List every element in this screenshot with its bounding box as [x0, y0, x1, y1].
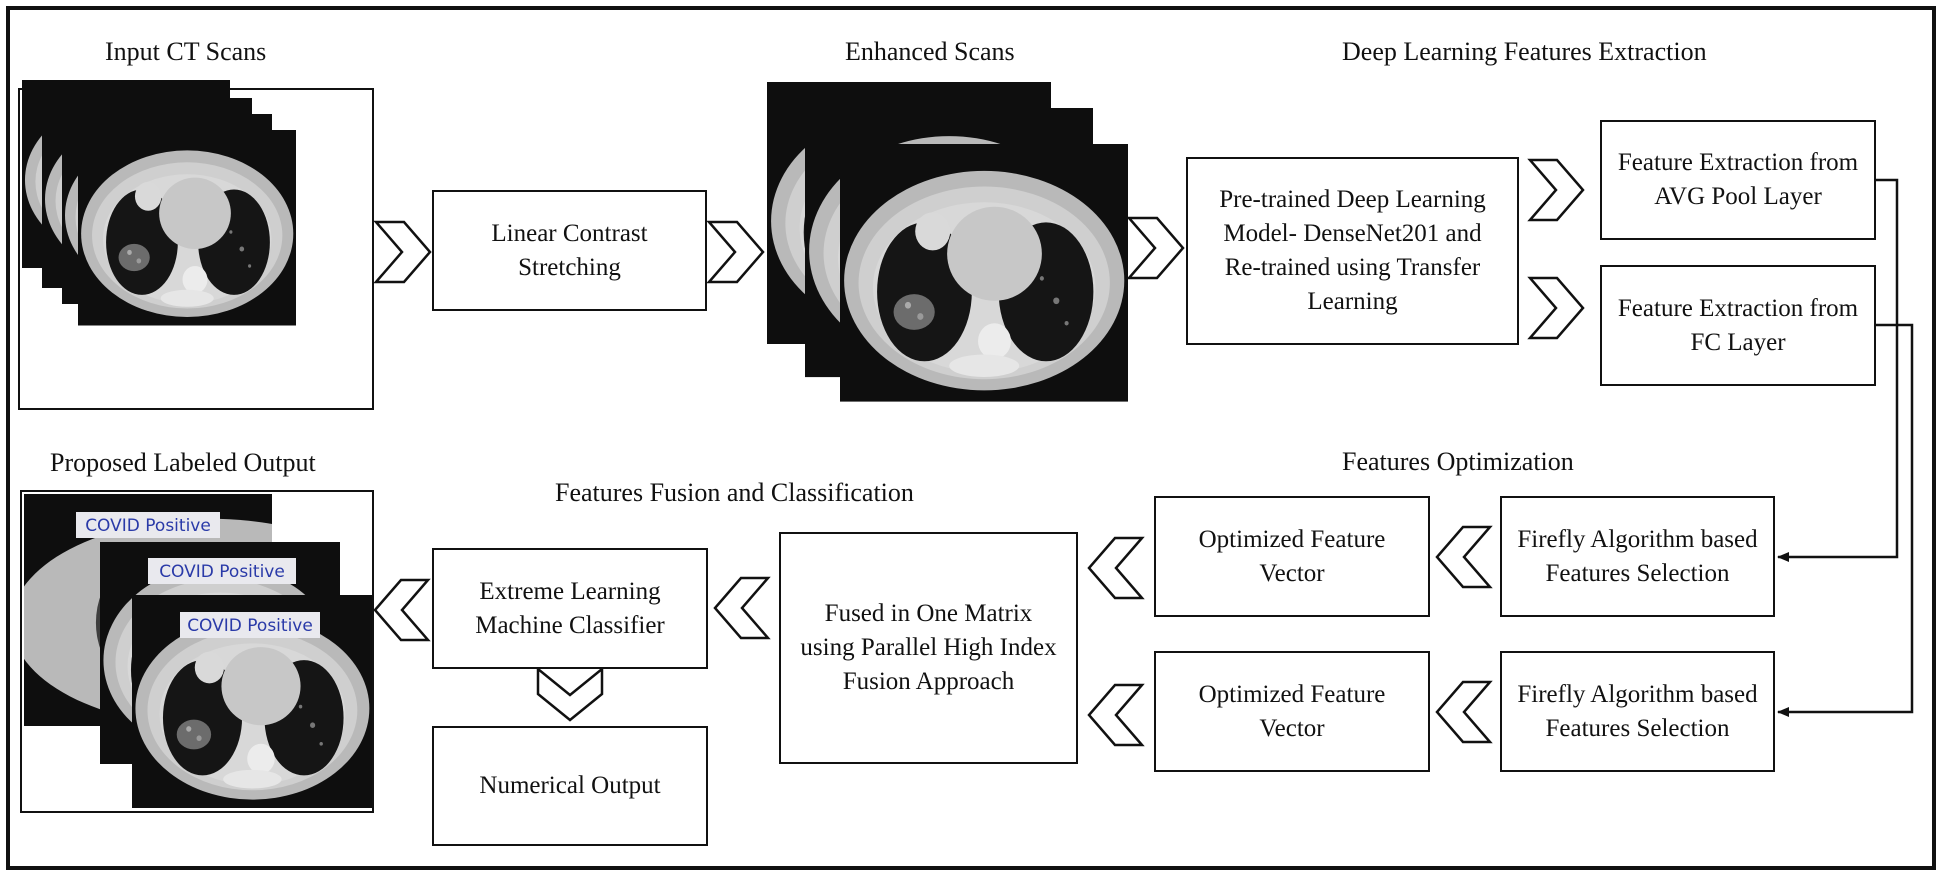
chevron-left-icon	[713, 576, 771, 640]
covid-label-2: COVID Positive	[159, 562, 285, 582]
firefly-selection-bottom-box: Firefly Algorithm based Features Selecti…	[1500, 651, 1775, 772]
chevron-right-icon	[373, 220, 432, 284]
connector-avg-pool-to-firefly-top	[1777, 178, 1899, 562]
chevron-right-icon	[706, 220, 765, 284]
numerical-output-box: Numerical Output	[432, 726, 708, 846]
optimized-feature-vector-top-box: Optimized Feature Vector	[1154, 496, 1430, 617]
title-deep-learning-features-extraction: Deep Learning Features Extraction	[1342, 37, 1707, 66]
chevron-right-icon	[1126, 216, 1185, 280]
title-features-optimization: Features Optimization	[1342, 447, 1574, 476]
linear-contrast-stretching-box: Linear Contrast Stretching	[432, 190, 707, 311]
fused-matrix-box: Fused in One Matrix using Parallel High …	[779, 532, 1078, 764]
labeled-output-image: COVID Positive COVID Positive COVID Posi…	[20, 490, 374, 813]
covid-label-1: COVID Positive	[85, 516, 211, 536]
connector-fc-to-firefly-bottom	[1777, 323, 1914, 717]
feature-extraction-avg-pool-box: Feature Extraction from AVG Pool Layer	[1600, 120, 1876, 240]
title-proposed-labeled-output: Proposed Labeled Output	[50, 448, 316, 477]
covid-label-3: COVID Positive	[187, 616, 313, 636]
chevron-left-icon	[1087, 683, 1145, 747]
title-enhanced-scans: Enhanced Scans	[845, 37, 1015, 66]
chevron-right-icon	[1527, 158, 1585, 222]
optimized-feature-vector-bottom-box: Optimized Feature Vector	[1154, 651, 1430, 772]
diagram-frame	[6, 6, 1936, 870]
chevron-right-icon	[1527, 276, 1585, 340]
enhanced-scans-image	[767, 82, 1128, 402]
feature-extraction-fc-box: Feature Extraction from FC Layer	[1600, 265, 1876, 386]
chevron-left-icon	[1435, 525, 1493, 589]
chevron-down-icon	[536, 666, 604, 722]
firefly-selection-top-box: Firefly Algorithm based Features Selecti…	[1500, 496, 1775, 617]
chevron-left-icon	[1087, 536, 1145, 600]
title-features-fusion-classification: Features Fusion and Classification	[555, 478, 914, 507]
input-ct-scans-image	[18, 80, 374, 410]
chevron-left-icon	[1435, 680, 1493, 744]
pretrained-densenet201-box: Pre-trained Deep Learning Model- DenseNe…	[1186, 157, 1519, 345]
title-input-ct-scans: Input CT Scans	[105, 37, 267, 66]
elm-classifier-box: Extreme Learning Machine Classifier	[432, 548, 708, 669]
chevron-left-icon	[373, 578, 431, 642]
